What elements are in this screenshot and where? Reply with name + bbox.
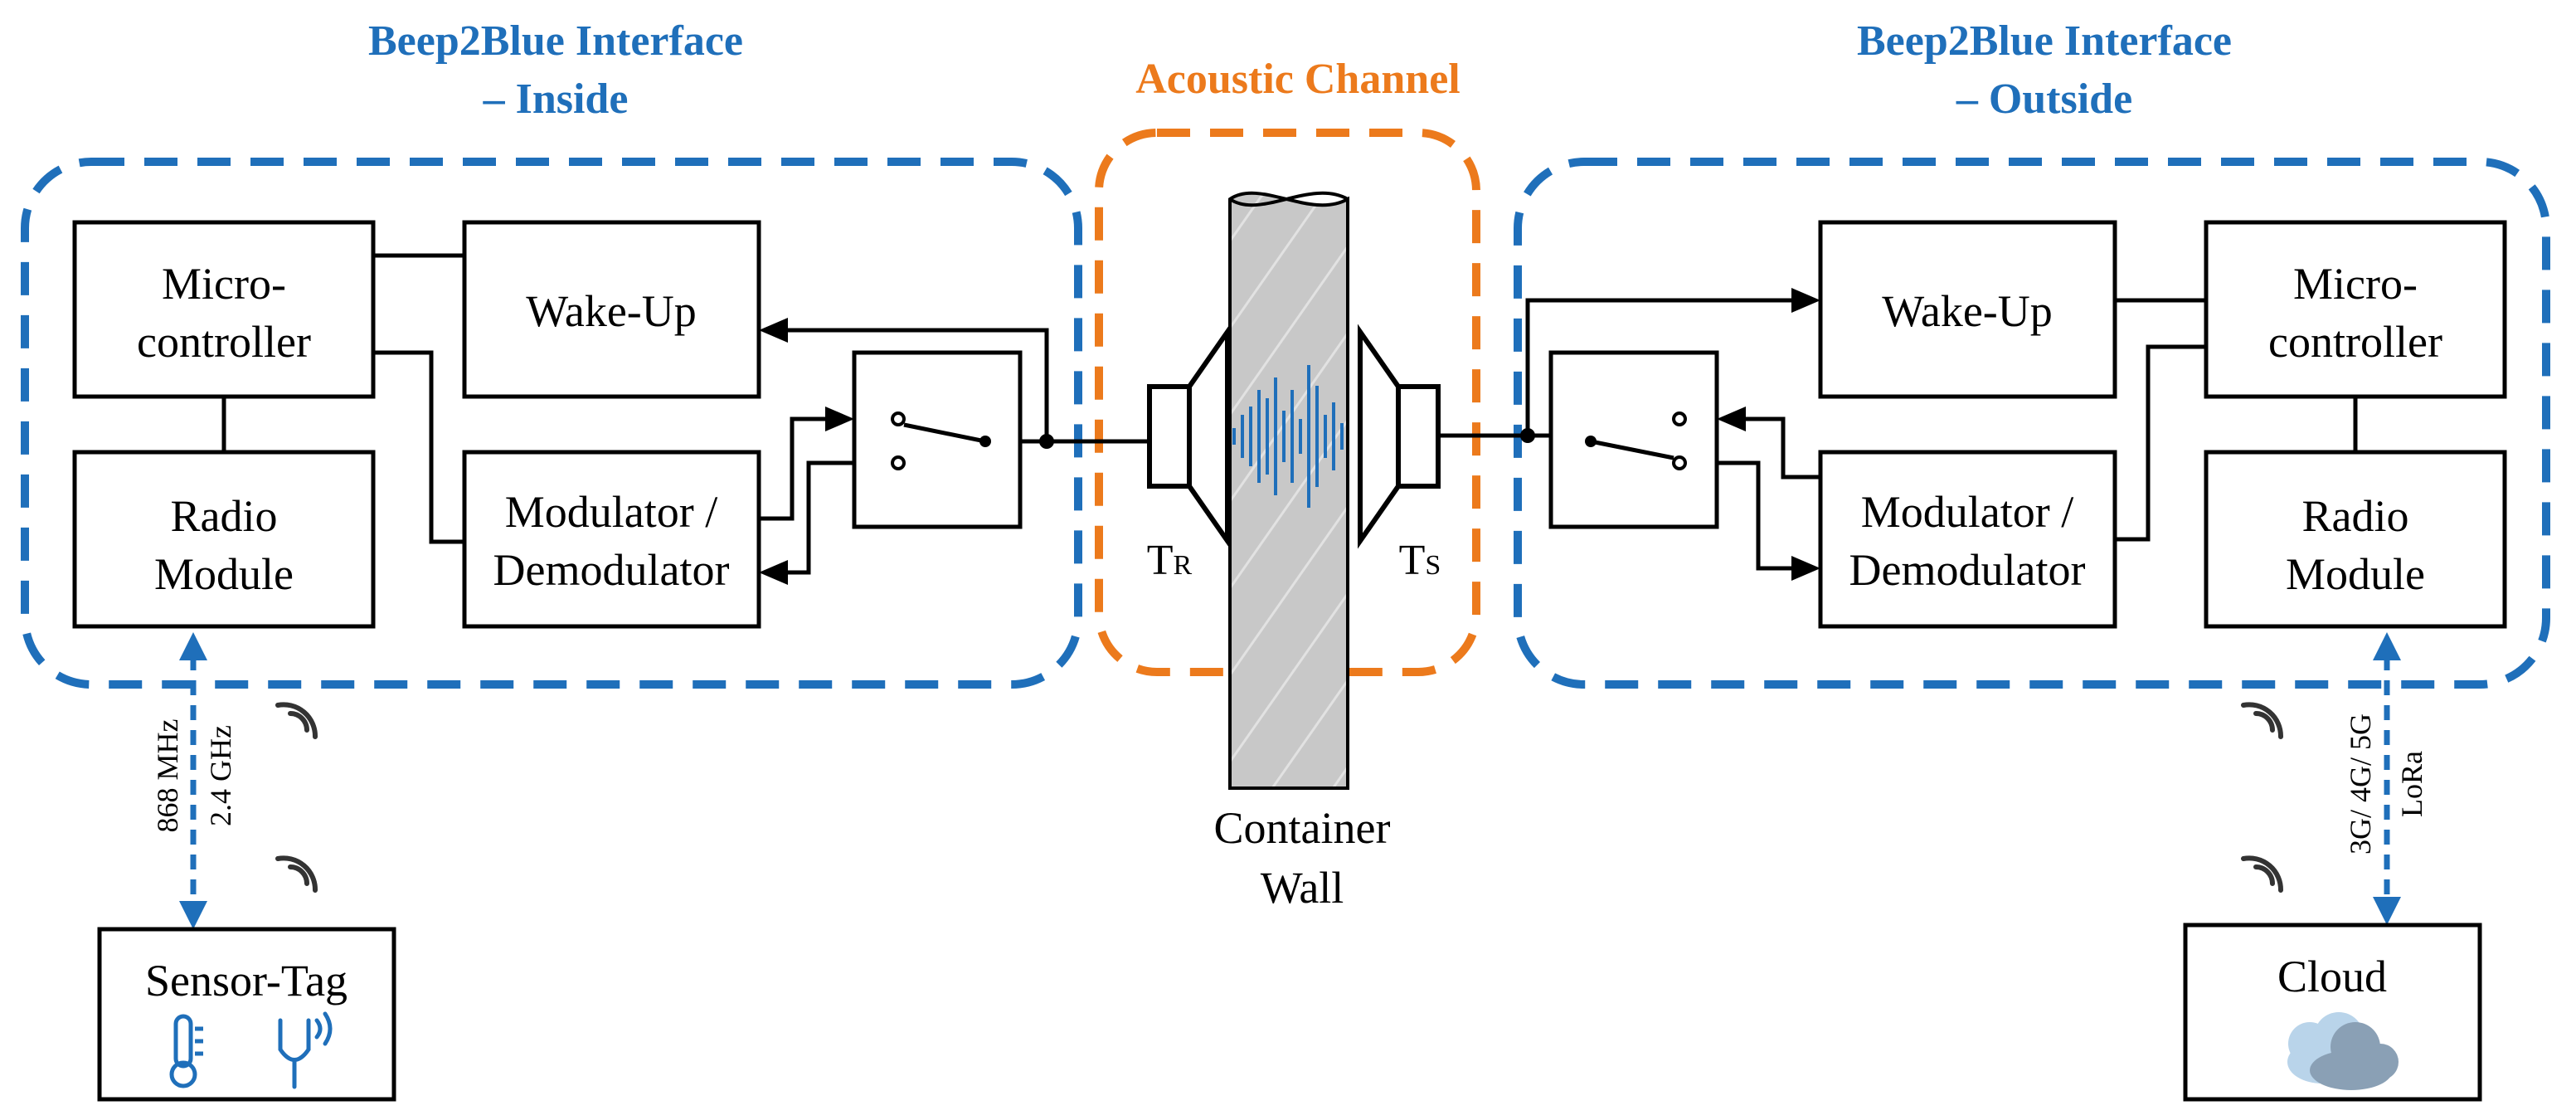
inside-radio-label-1: Radio [171, 491, 278, 541]
outside-modulator-box [1818, 450, 2117, 629]
channel-title: Acoustic Channel [1135, 56, 1460, 103]
outside-wakeup-box [1818, 220, 2117, 399]
inside-radio-link [179, 632, 207, 929]
outside-switch [1548, 350, 1719, 529]
acoustic-channel-region [1095, 129, 1480, 676]
outside-radio-link [2373, 632, 2401, 925]
outside-radio-label-1: Radio [2302, 491, 2409, 541]
container-wall [1228, 191, 1349, 790]
inside-microcontroller-label-1: Micro- [162, 259, 286, 309]
inside-modulator-label-1: Modulator / [505, 487, 717, 537]
transducer-receiver [1147, 324, 1230, 549]
outside-modulator-label-1: Modulator / [1861, 487, 2073, 537]
inside-wakeup-label: Wake-Up [526, 286, 697, 336]
wall-label-line1: Container [1214, 803, 1391, 853]
outside-modulator-label-2: Demodulator [1849, 545, 2086, 595]
inside-wires [221, 253, 1149, 585]
inside-freq-label-2: 2.4 GHz [204, 725, 237, 826]
wireless-signal-icon-outside [2241, 702, 2284, 893]
inside-freq-label-1: 868 MHz [151, 719, 184, 833]
inside-modulator-box [462, 450, 761, 629]
inside-wakeup-box [462, 220, 761, 399]
outside-title-line2: – Outside [1956, 75, 2132, 123]
inside-microcontroller-label-2: controller [137, 317, 311, 367]
outside-microcontroller-label-1: Micro- [2293, 259, 2418, 309]
outside-wires [1438, 288, 2358, 581]
inside-radio-label-2: Module [154, 549, 294, 599]
transducer-sender-label: TS [1399, 537, 1441, 584]
thermometer-icon [169, 1014, 203, 1088]
sensor-tag-label: Sensor-Tag [145, 956, 348, 1006]
inside-region [21, 158, 1082, 689]
outside-freq-label-2: LoRa [2395, 751, 2428, 817]
transducer-receiver-label: TR [1147, 537, 1193, 584]
outside-radio-module-box [2204, 450, 2507, 629]
outside-microcontroller-label-2: controller [2268, 317, 2442, 367]
sensor-tag-box [97, 927, 396, 1102]
outside-freq-label-1: 3G/ 4G/ 5G [2344, 713, 2377, 855]
vibration-icon [278, 1011, 333, 1089]
cloud-label: Cloud [2277, 952, 2387, 1001]
outside-title-line1: Beep2Blue Interface [1857, 17, 2232, 65]
wall-label-line2: Wall [1261, 863, 1344, 913]
inside-switch [852, 350, 1023, 529]
outside-microcontroller-box [2204, 220, 2507, 399]
outside-wakeup-label: Wake-Up [1882, 286, 2053, 336]
inside-title-line2: – Inside [483, 75, 629, 123]
outside-radio-label-2: Module [2286, 549, 2425, 599]
cloud-icon [2287, 1012, 2399, 1090]
inside-modulator-label-2: Demodulator [493, 545, 730, 595]
outside-region [1514, 158, 2550, 689]
wireless-signal-icon [275, 702, 318, 893]
acoustic-wave [1232, 365, 1344, 508]
inside-microcontroller-box [72, 220, 376, 399]
transducer-sender [1358, 324, 1441, 549]
inside-title-line1: Beep2Blue Interface [368, 17, 743, 65]
